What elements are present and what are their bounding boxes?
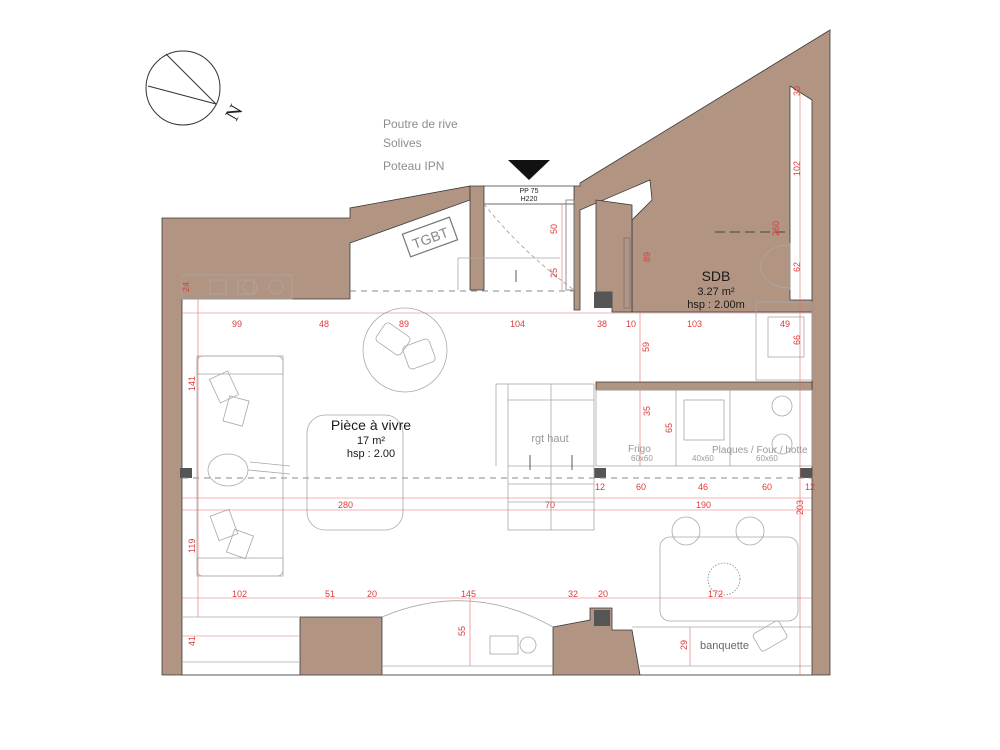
dim-70: 70: [545, 500, 555, 510]
dim-12a: 12: [595, 482, 605, 492]
banquette-label: banquette: [700, 640, 749, 652]
dim-38: 38: [597, 319, 607, 329]
dim-25: 25: [549, 268, 559, 278]
kitchen: Frigo 60x60 40x60 Plaques / Four / hotte…: [595, 389, 813, 467]
sdb-hsp: hsp : 2.00m: [687, 299, 744, 311]
staircase: rgt haut: [495, 383, 595, 531]
entry-door: PP 75 H220: [457, 185, 575, 291]
dim-46: 46: [698, 482, 708, 492]
sdb-area: 3.27 m²: [697, 286, 735, 298]
dim-29: 29: [679, 640, 689, 650]
dim-50: 50: [549, 224, 559, 234]
dim-24: 24: [181, 282, 191, 292]
dim-41: 41: [187, 636, 197, 646]
dimension-labels: 24 99 48 89 104 38 10 103 49 50 25 89 30…: [181, 86, 815, 650]
tgbt-panel: TGBT: [401, 216, 459, 258]
dim-103: 103: [687, 319, 702, 329]
door-label-2: H220: [521, 196, 538, 203]
dim-12b: 12: [805, 482, 815, 492]
dim-119: 119: [187, 539, 197, 553]
dim-62: 62: [792, 262, 802, 272]
dim-66: 66: [792, 335, 802, 345]
living-name: Pièce à vivre: [331, 417, 411, 433]
frigo-label: Frigo: [628, 444, 651, 455]
dim-102b: 102: [232, 589, 247, 599]
dim-51: 51: [325, 589, 335, 599]
dim-141: 141: [187, 376, 197, 391]
sdb-name: SDB: [702, 268, 731, 284]
north-label: N: [221, 101, 247, 125]
frigo-size: 60x60: [631, 454, 653, 463]
dim-59: 59: [641, 342, 651, 352]
plan-outlines: [182, 616, 812, 676]
dim-32: 32: [568, 589, 578, 599]
living-hsp: hsp : 2.00: [347, 448, 395, 460]
dim-260: 260: [771, 221, 781, 236]
dim-48: 48: [319, 319, 329, 329]
dim-30: 30: [792, 86, 802, 96]
dim-89b: 89: [642, 252, 652, 262]
dim-20a: 20: [367, 589, 377, 599]
dim-20b: 20: [598, 589, 608, 599]
dim-10: 10: [626, 319, 636, 329]
entrance-arrow-icon: [508, 160, 550, 180]
dim-55: 55: [457, 626, 467, 636]
door-label-1: PP 75: [520, 188, 539, 195]
tgbt-label: TGBT: [410, 224, 451, 252]
room-labels: SDB 3.27 m² hsp : 2.00m Pièce à vivre 17…: [331, 268, 749, 652]
dim-60b: 60: [762, 482, 772, 492]
walls: [161, 29, 831, 676]
dimension-lines: [182, 86, 812, 675]
dim-89a: 89: [399, 319, 409, 329]
living-furniture: [181, 274, 799, 655]
sdb-fixtures: [623, 231, 813, 381]
dim-35: 35: [642, 406, 652, 416]
compass: N: [145, 50, 248, 126]
living-area: 17 m²: [357, 435, 385, 447]
stairs-label: rgt haut: [531, 433, 568, 445]
dim-145: 145: [461, 589, 476, 599]
dim-65: 65: [664, 423, 674, 433]
dim-102: 102: [792, 161, 802, 176]
dim-190: 190: [696, 500, 711, 510]
plaques-label: Plaques / Four / hotte: [712, 445, 808, 456]
dim-172: 172: [708, 589, 723, 599]
dim-99: 99: [232, 319, 242, 329]
plaques-size: 60x60: [756, 454, 778, 463]
dim-203: 203: [795, 500, 805, 515]
dim-60a: 60: [636, 482, 646, 492]
dim-49: 49: [780, 319, 790, 329]
dishwasher-size: 40x60: [692, 454, 714, 463]
dim-280: 280: [338, 500, 353, 510]
legend-solives: Solives: [383, 136, 422, 150]
legend-poteau: Poteau IPN: [383, 159, 444, 173]
legend-poutre: Poutre de rive: [383, 117, 458, 131]
dim-104: 104: [510, 319, 525, 329]
